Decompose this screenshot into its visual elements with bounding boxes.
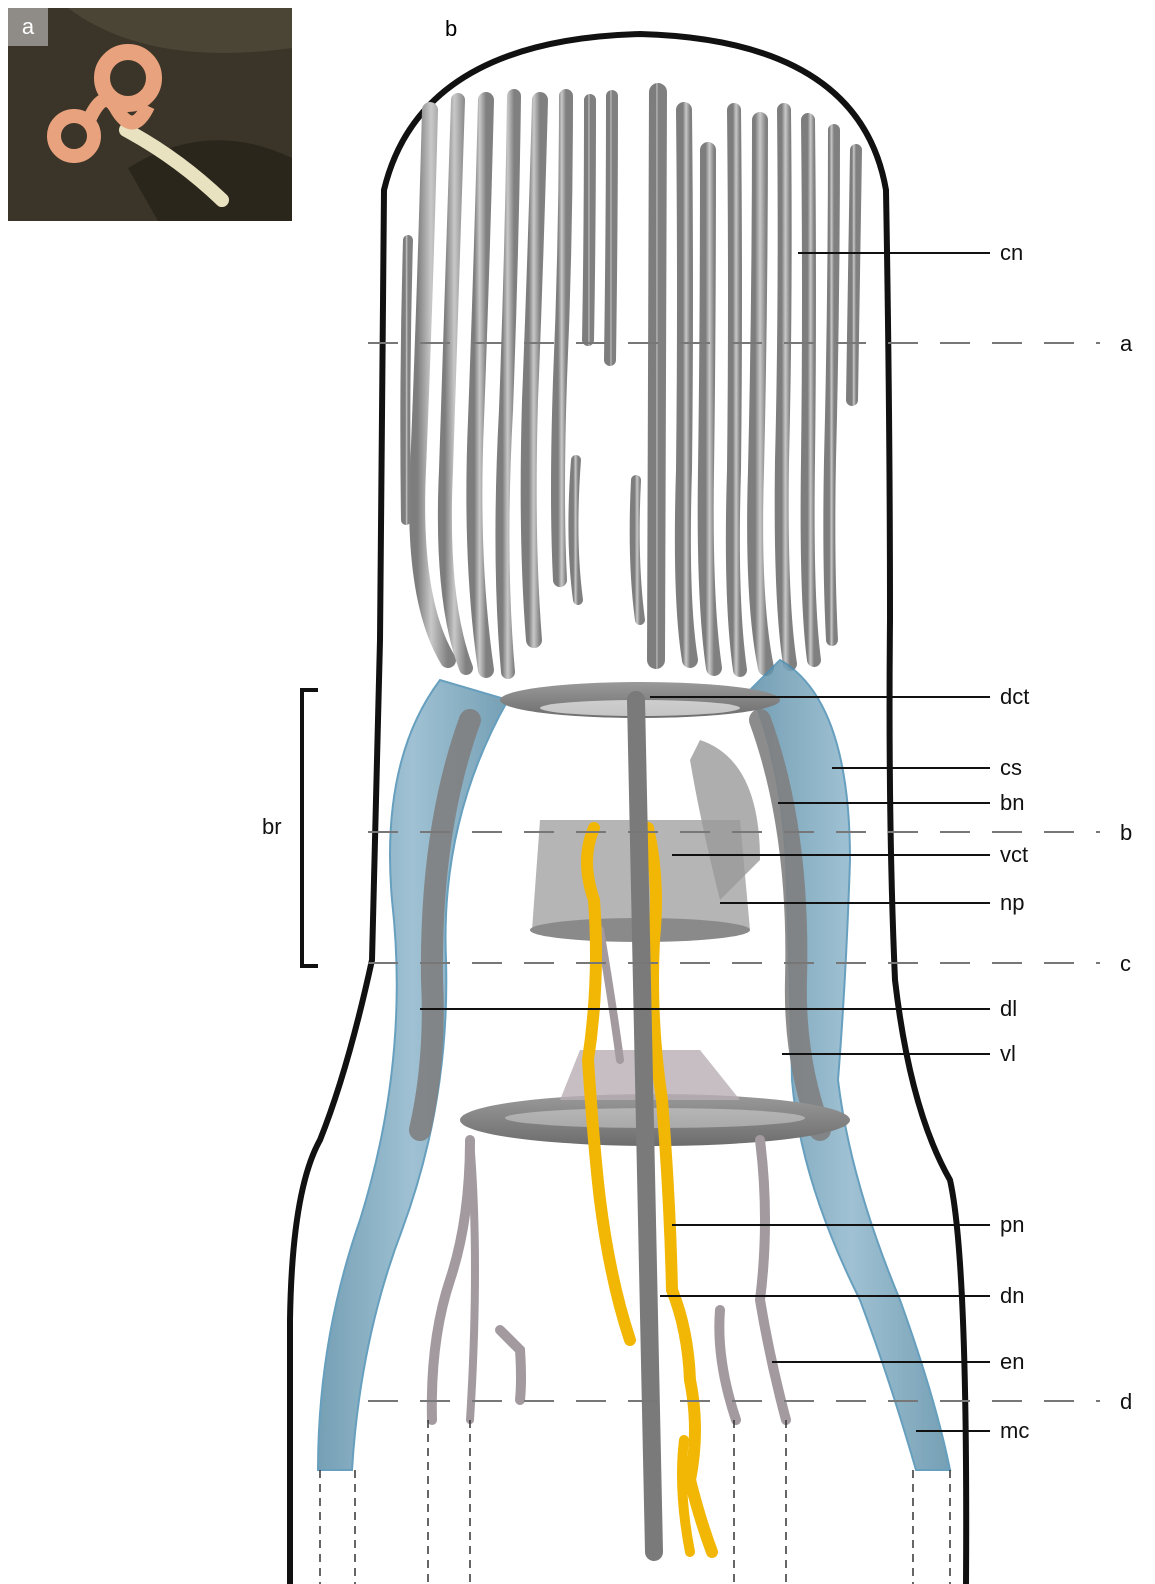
region-label-br: br [262,814,282,839]
epidermal-nerves [432,930,786,1420]
label-cs: cs [1000,755,1022,780]
section-label-b: b [1120,820,1132,845]
section-label-a: a [1120,331,1133,356]
section-label-c: c [1120,951,1131,976]
label-dct: dct [1000,684,1029,709]
label-pn: pn [1000,1212,1024,1237]
ciliary-nerves [405,92,856,672]
region-bracket [302,690,318,966]
label-dn: dn [1000,1283,1024,1308]
label-cn: cn [1000,240,1023,265]
label-bn: bn [1000,790,1024,815]
label-en: en [1000,1349,1024,1374]
label-mc: mc [1000,1418,1029,1443]
body-outline [290,34,966,1584]
label-vct: vct [1000,842,1028,867]
label-dl: dl [1000,996,1017,1021]
label-vl: vl [1000,1041,1016,1066]
panel-b-label: b [445,16,457,41]
label-np: np [1000,890,1024,915]
section-label-d: d [1120,1389,1132,1414]
drop-lines [320,1420,950,1584]
